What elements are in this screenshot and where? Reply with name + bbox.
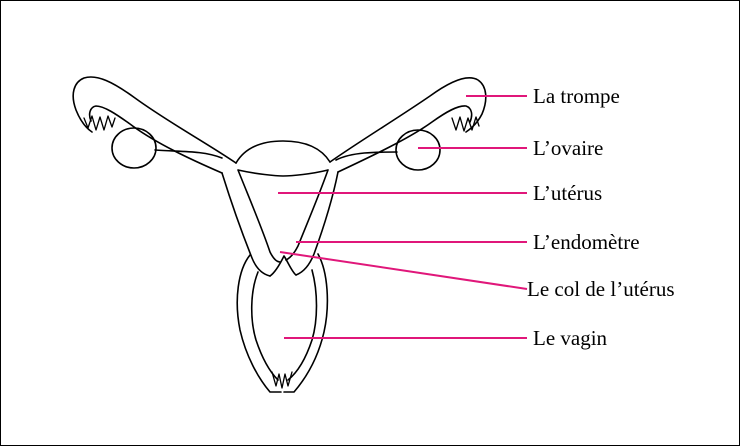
left-ovary xyxy=(112,128,156,168)
label-endometre: L’endomètre xyxy=(533,230,640,254)
label-ovaire: L’ovaire xyxy=(533,136,603,160)
right-ovary xyxy=(396,130,440,170)
leader-line-col xyxy=(280,252,527,289)
left-tube-fimbriae xyxy=(84,116,115,130)
label-col: Le col de l’utérus xyxy=(527,277,675,301)
label-vagin: Le vagin xyxy=(533,326,607,350)
uterus-fundus xyxy=(236,141,330,163)
label-trompe: La trompe xyxy=(533,84,620,108)
uterine-cavity xyxy=(238,170,328,262)
leader-lines xyxy=(278,96,527,338)
label-uterus: L’utérus xyxy=(533,181,602,205)
anatomy-drawing xyxy=(73,77,486,392)
vagina-inner-wall xyxy=(252,270,317,380)
